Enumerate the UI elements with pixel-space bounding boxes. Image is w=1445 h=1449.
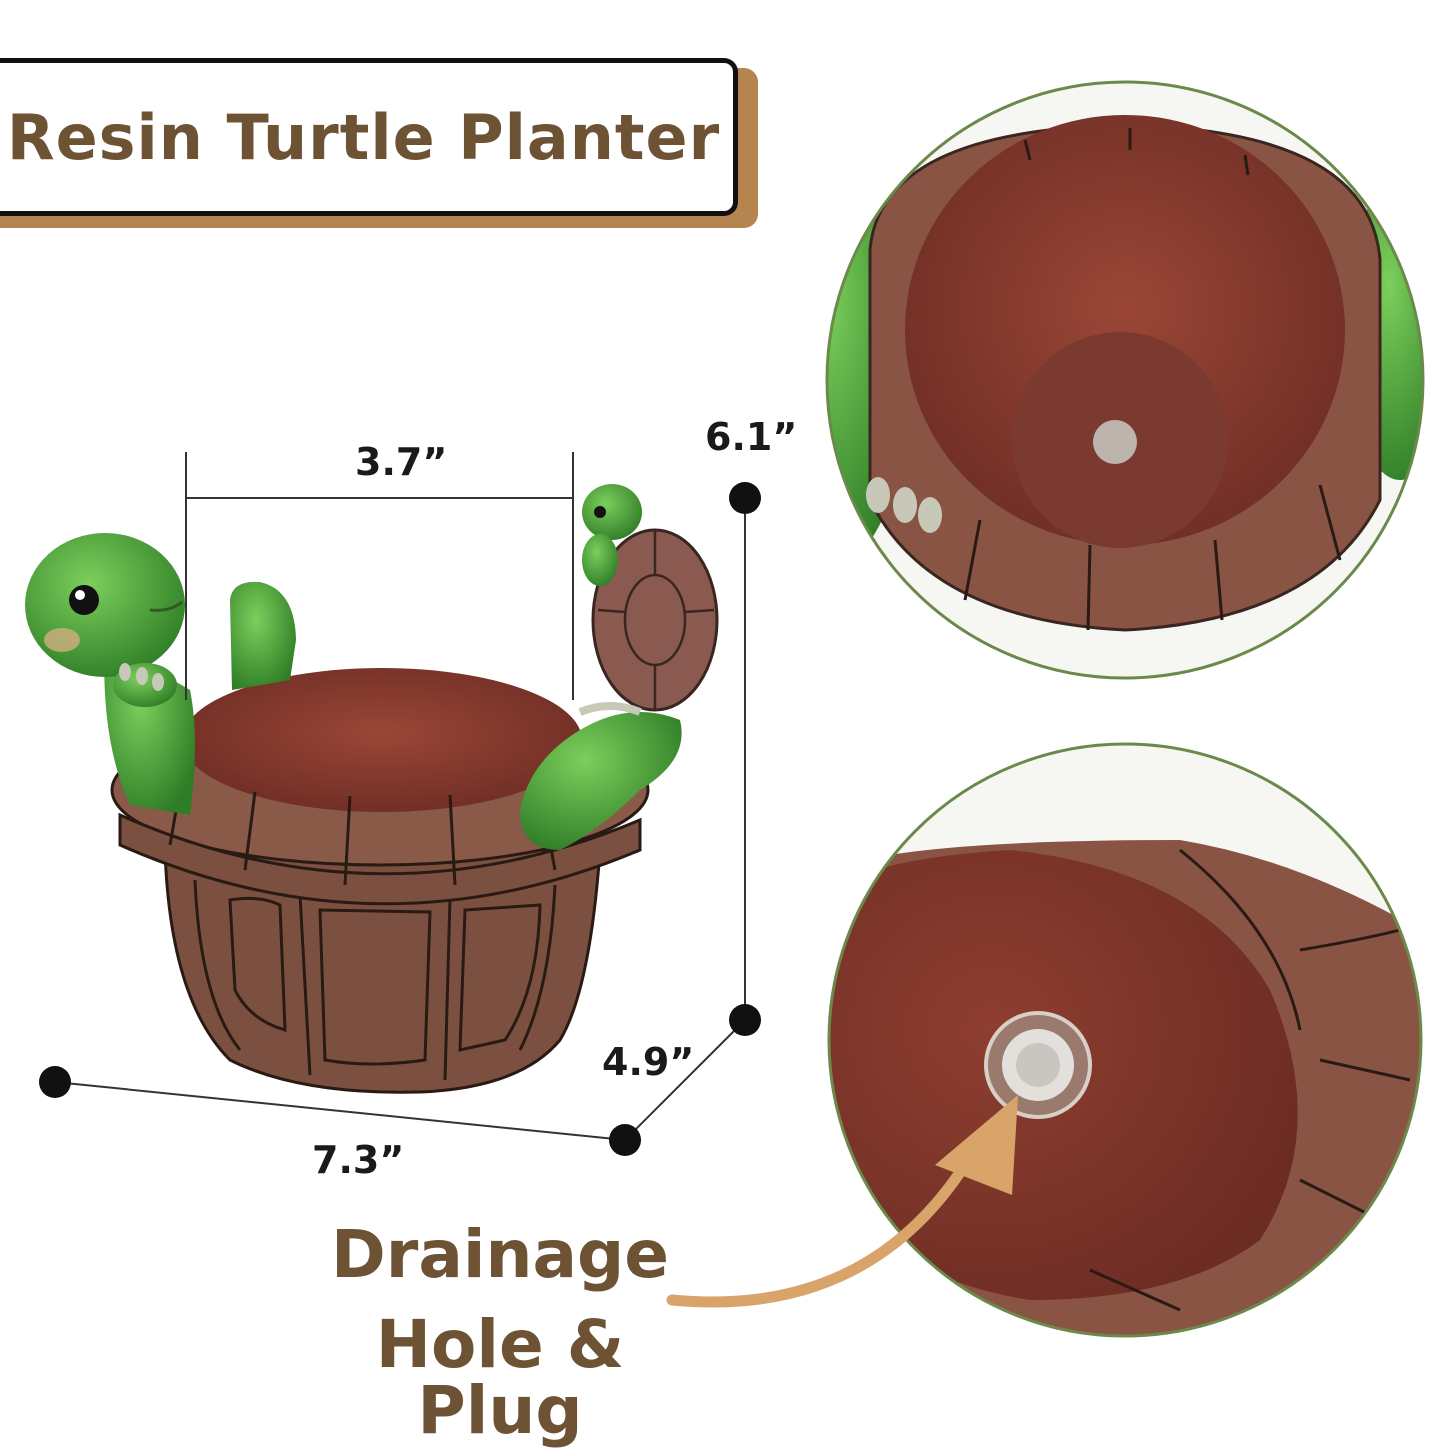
interior-view-circle — [825, 80, 1425, 680]
drainage-arrow — [666, 1095, 1018, 1308]
drainage-callout-line2: Hole & Plug — [375, 1306, 625, 1449]
depth-label: 4.9” — [602, 1040, 695, 1084]
title-banner: Resin Turtle Planter — [0, 58, 738, 216]
drainage-view-circle — [827, 742, 1423, 1338]
length-label: 7.3” — [312, 1138, 405, 1182]
turtle-planter-main — [25, 452, 761, 1156]
dimension-lines — [54, 452, 746, 1141]
drainage-callout-line1: Drainage — [330, 1216, 670, 1293]
right-turtle — [520, 484, 719, 850]
inner-width-label: 3.7” — [355, 440, 448, 484]
height-label: 6.1” — [705, 415, 798, 459]
left-turtle — [25, 533, 296, 815]
dimension-dots — [39, 482, 761, 1156]
product-title: Resin Turtle Planter — [6, 100, 721, 174]
